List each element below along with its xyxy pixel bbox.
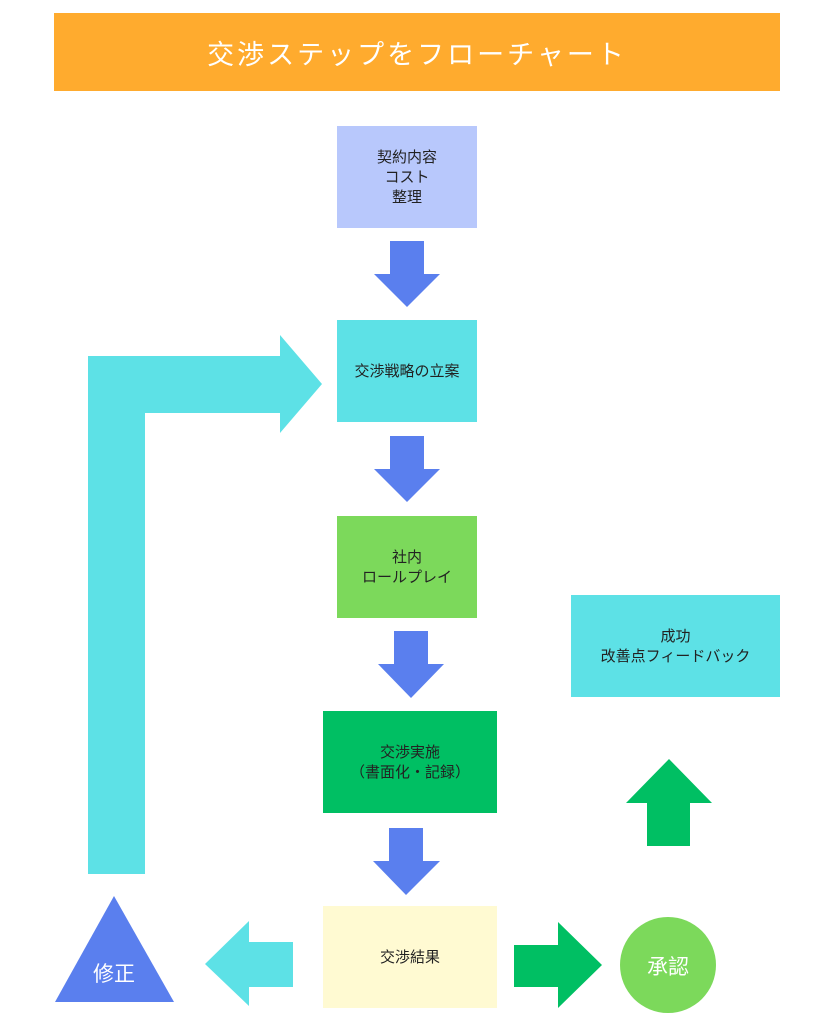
title-bar: 交渉ステップをフローチャート [54, 13, 780, 91]
step-execute: 交渉実施 （書面化・記録） [323, 711, 497, 813]
approve-label: 承認 [647, 955, 689, 979]
arrow-prepare-to-strategy [374, 241, 440, 307]
step-result-label: 交渉結果 [379, 948, 440, 966]
arrow-roleplay-to-execute [378, 631, 444, 698]
step-success-label: 成功 改善点フィードバック [600, 627, 751, 665]
step-prepare: 契約内容 コスト 整理 [337, 126, 477, 228]
arrow-revise-to-strategy [88, 335, 322, 874]
arrow-execute-to-result [373, 828, 440, 895]
title-text: 交渉ステップをフローチャート [207, 39, 627, 71]
revise-triangle [55, 896, 174, 1002]
step-strategy-label: 交渉戦略の立案 [354, 362, 460, 380]
arrow-strategy-to-roleplay [374, 436, 440, 502]
step-roleplay-label: 社内 ロールプレイ [361, 548, 452, 586]
revise-label: 修正 [93, 962, 135, 986]
step-success: 成功 改善点フィードバック [571, 595, 780, 697]
step-result: 交渉結果 [323, 906, 497, 1008]
approve-circle [620, 917, 716, 1013]
step-strategy: 交渉戦略の立案 [337, 320, 477, 422]
arrow-approve-to-success [626, 759, 712, 846]
arrow-result-to-approve [514, 922, 602, 1008]
step-roleplay: 社内 ロールプレイ [337, 516, 477, 618]
step-prepare-label: 契約内容 コスト 整理 [376, 148, 437, 206]
arrow-result-to-revise [205, 921, 293, 1006]
step-execute-label: 交渉実施 （書面化・記録） [349, 743, 470, 781]
